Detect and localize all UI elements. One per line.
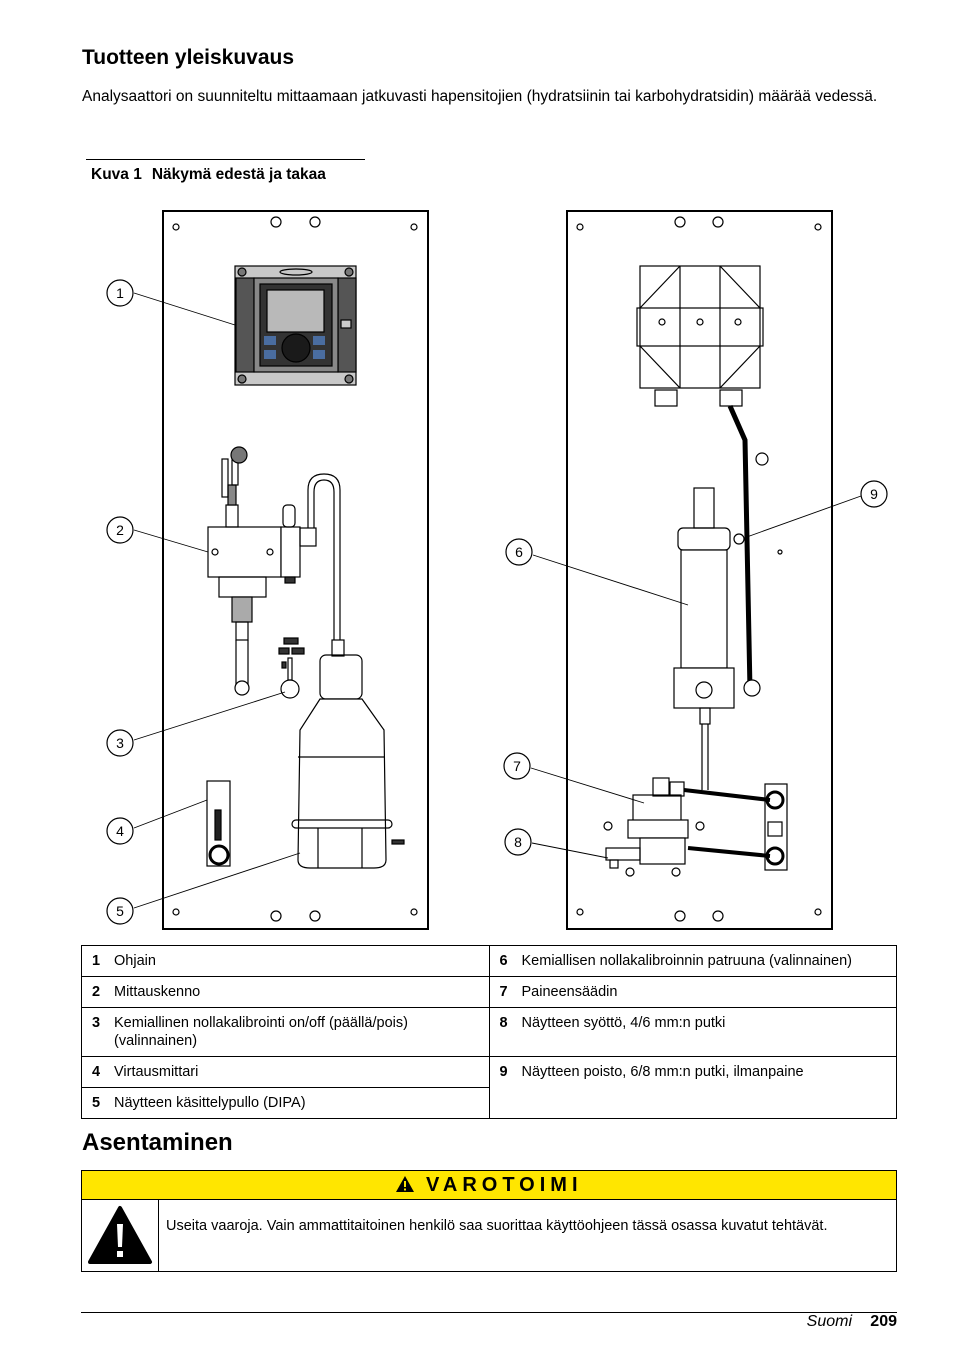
warning-triangle-icon	[396, 1176, 415, 1192]
table-row: 4 Virtausmittari 9 Näytteen poisto, 6/8 mm…	[81, 1056, 897, 1119]
callout-5: 5	[116, 903, 124, 919]
legend-number: 9	[499, 1064, 508, 1080]
legend-number: 5	[92, 1095, 101, 1111]
callout-9: 9	[870, 486, 878, 502]
table-row: 3 Kemiallinen nollakalibrointi on/off (pä…	[81, 1007, 897, 1057]
table-row: 2 Mittauskenno 7 Paineensäädin	[81, 976, 897, 1008]
figure-label: Kuva 1	[91, 166, 142, 183]
figure-caption: Kuva 1 Näkymä edestä ja takaa	[91, 166, 326, 184]
intro-paragraph: Analysaattori on suunniteltu mittaamaan …	[82, 88, 878, 105]
callout-bubbles	[106, 279, 888, 925]
caution-heading: VAROTOIMI	[426, 1174, 583, 1196]
legend-cell: 3 Kemiallinen nollakalibrointi on/off (pä…	[81, 1007, 490, 1057]
pressure-regulator	[603, 777, 788, 877]
callout-2: 2	[116, 522, 124, 538]
controller-back	[636, 265, 764, 407]
legend-cell: 4 Virtausmittari	[81, 1056, 490, 1088]
legend-cell: 2 Mittauskenno	[81, 976, 490, 1008]
footer-rule	[81, 1312, 897, 1313]
zero-cal-valve	[278, 637, 305, 699]
controller	[234, 265, 357, 386]
footer-language: Suomi	[806, 1313, 852, 1330]
flowmeter	[206, 780, 231, 867]
legend-cell: 5 Näytteen käsittelypullo (DIPA)	[81, 1087, 490, 1119]
legend-cell: 9 Näytteen poisto, 6/8 mm:n putki, ilmanp…	[488, 1056, 897, 1119]
callout-8: 8	[514, 834, 522, 850]
legend-number: 6	[499, 953, 508, 969]
caution-box: VAROTOIMI Useita vaaroja. Vain ammattita…	[81, 1170, 897, 1272]
legend-number: 7	[499, 984, 508, 1000]
legend-text: Näytteen syöttö, 4/6 mm:n putki	[521, 1015, 726, 1031]
figure-rule	[86, 159, 365, 160]
legend-text: Mittauskenno	[114, 984, 201, 1000]
tubing	[307, 473, 345, 657]
legend-text: Kemiallinen nollakalibrointi on/off (pää…	[114, 1015, 408, 1049]
callout-7: 7	[513, 758, 521, 774]
section-title-installation: Asentaminen	[82, 1129, 233, 1156]
table-row: 5 Näytteen käsittelypullo (DIPA)	[81, 1087, 897, 1119]
front-back-view-diagram: 1 2 3 4 5 6 7 8 9	[106, 210, 888, 930]
callout-3: 3	[116, 735, 124, 751]
zero-cal-cartridge	[673, 487, 783, 790]
legend-text: Näytteen poisto, 6/8 mm:n putki, ilmanpa…	[521, 1064, 804, 1080]
legend-text: Paineensäädin	[521, 984, 618, 1000]
callout-leaders	[133, 292, 862, 909]
drain-tube	[727, 404, 769, 697]
legend-cell: 7 Paineensäädin	[488, 976, 897, 1008]
legend-text: Kemiallisen nollakalibroinnin patruuna (…	[521, 953, 852, 969]
table-row: 1 Ohjain 6 Kemiallisen nollakalibroinnin p…	[81, 945, 897, 977]
sample-bottle	[291, 654, 405, 869]
section-title: Tuotteen yleiskuvaus	[82, 46, 295, 69]
callout-6: 6	[515, 544, 523, 560]
legend-number: 8	[499, 1015, 508, 1031]
hazard-icon	[82, 1200, 159, 1271]
page-number: 209	[870, 1313, 897, 1330]
legend-number: 2	[92, 984, 101, 1000]
caution-text: Useita vaaroja. Vain ammattitaitoinen he…	[166, 1218, 828, 1234]
legend-number: 1	[92, 953, 101, 969]
callout-4: 4	[116, 823, 124, 839]
figure-caption-text: Näkymä edestä ja takaa	[151, 166, 326, 183]
legend-number: 4	[92, 1064, 101, 1080]
figure-legend-table: 1 Ohjain 6 Kemiallisen nollakalibroinnin p…	[81, 945, 897, 1119]
legend-text: Näytteen käsittelypullo (DIPA)	[114, 1095, 306, 1111]
callout-1: 1	[116, 285, 124, 301]
legend-text: Virtausmittari	[114, 1064, 199, 1080]
legend-cell: 8 Näytteen syöttö, 4/6 mm:n putki	[488, 1007, 897, 1057]
legend-text: Ohjain	[114, 953, 156, 969]
caution-header: VAROTOIMI	[82, 1171, 896, 1200]
legend-cell: 1 Ohjain	[81, 945, 490, 977]
legend-cell: 6 Kemiallisen nollakalibroinnin patruuna …	[488, 945, 897, 977]
legend-number: 3	[92, 1015, 101, 1031]
